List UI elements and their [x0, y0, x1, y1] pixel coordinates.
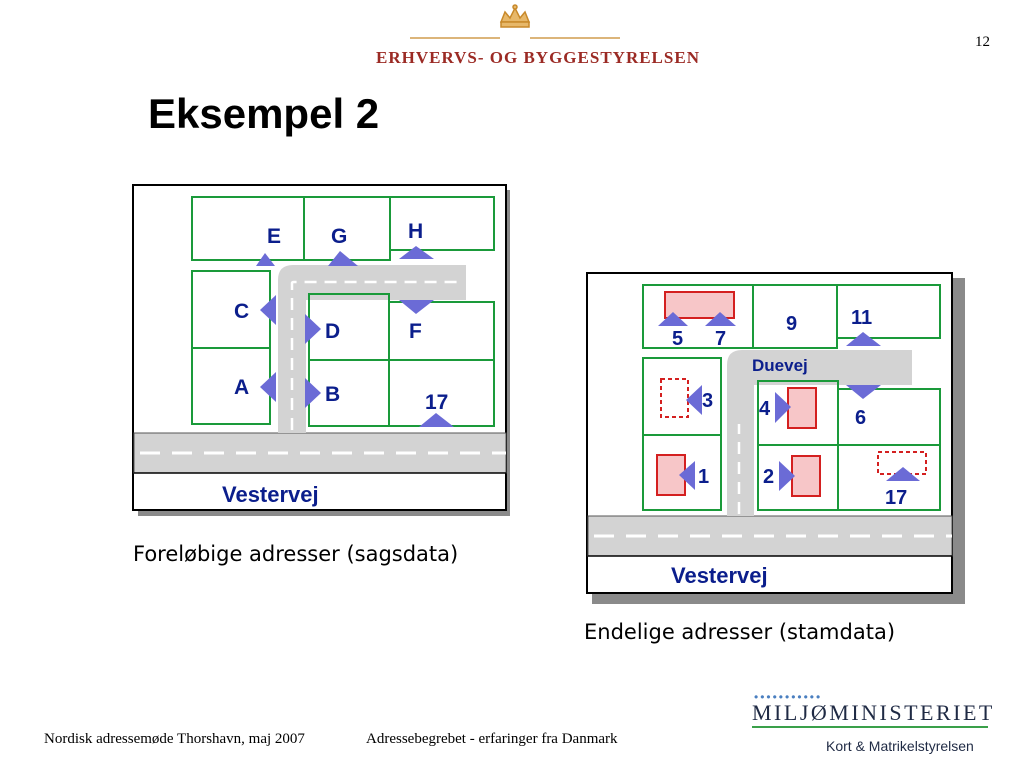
marker-17: [886, 467, 920, 481]
marker-G: [328, 251, 358, 266]
ministry-underline: [752, 726, 988, 728]
label-11: 11: [851, 307, 872, 329]
building-3-planned: [660, 378, 689, 418]
plot-11: [836, 284, 941, 339]
plot-H: [389, 196, 495, 251]
marker-A: [260, 372, 276, 402]
label-E: E: [267, 225, 281, 248]
final-address-map: 5 7 9 11 3 4 6 1 2 17 Duevej Vestervej: [586, 272, 965, 604]
label-G: G: [331, 225, 347, 248]
marker-17: [419, 413, 454, 427]
footer-topic: Adressebegrebet - erfaringer fra Danmark: [366, 731, 618, 747]
footer-event: Nordisk adressemøde Thorshavn, maj 2007: [44, 731, 305, 747]
marker-11: [846, 332, 881, 346]
ministry-agency: Kort & Matrikelstyrelsen: [826, 738, 974, 754]
marker-7: [705, 312, 736, 326]
marker-F: [399, 300, 434, 314]
building-2: [791, 455, 821, 497]
preliminary-address-map: E G H C D F A B 17 Vestervej: [132, 184, 510, 516]
label-9: 9: [786, 313, 797, 335]
marker-H: [399, 246, 434, 259]
label-2: 2: [763, 466, 774, 488]
building-4: [787, 387, 817, 429]
label-17: 17: [425, 391, 448, 414]
slide-title: Eksempel 2: [148, 90, 380, 137]
label-7: 7: [715, 328, 726, 350]
marker-B: [305, 378, 321, 408]
label-5: 5: [672, 328, 683, 350]
marker-6: [846, 385, 881, 399]
marker-5: [658, 312, 688, 326]
label-4: 4: [759, 398, 771, 420]
label-B: B: [325, 383, 340, 406]
label-17: 17: [885, 487, 907, 509]
marker-3: [686, 385, 702, 415]
page-number: 12: [975, 34, 990, 50]
label-3: 3: [702, 390, 713, 412]
plot-17: [837, 444, 941, 511]
crown-logo-icon: [410, 4, 620, 39]
caption-preliminary: Foreløbige adresser (sagsdata): [133, 542, 459, 566]
marker-1: [679, 461, 695, 490]
marker-4: [775, 392, 791, 423]
label-H: H: [408, 220, 423, 243]
marker-C: [260, 295, 276, 325]
road-name-right: Vestervej: [671, 563, 768, 588]
duevej-road: [727, 350, 912, 516]
marker-2: [779, 461, 795, 491]
label-C: C: [234, 300, 249, 323]
caption-final: Endelige adresser (stamdata): [584, 620, 896, 644]
label-D: D: [325, 320, 340, 343]
plot-1: [642, 434, 722, 511]
ministry-dots-icon: •••••••••••: [754, 690, 823, 704]
label-1: 1: [698, 466, 709, 488]
label-F: F: [409, 320, 422, 343]
ministry-name: MILJØMINISTERIET: [752, 700, 995, 725]
label-6: 6: [855, 407, 866, 429]
marker-E: [256, 253, 275, 266]
agency-name: Erhvervs- og Byggestyrelsen: [376, 48, 700, 67]
building-5-7: [664, 291, 735, 319]
road-name-left: Vestervej: [222, 482, 319, 507]
marker-D: [305, 314, 321, 344]
label-A: A: [234, 376, 249, 399]
road-name-duevej: Duevej: [752, 356, 808, 375]
